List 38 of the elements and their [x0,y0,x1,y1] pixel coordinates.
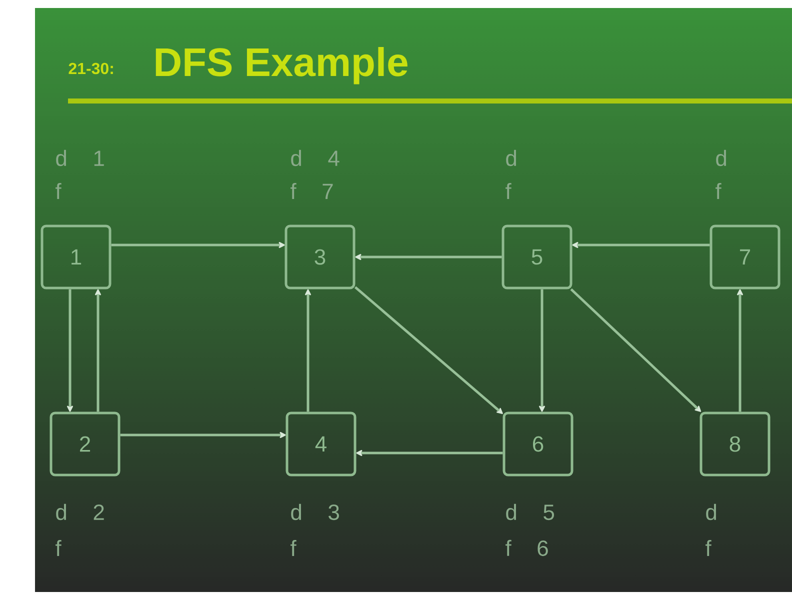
time-label: d 1 [56,150,104,166]
arrow [120,432,286,438]
arrow [66,289,74,412]
time-label: f [56,540,62,556]
time-label: d [506,150,516,166]
time-label: f [706,540,712,556]
arrow [304,289,312,412]
time-label: d 5 [506,504,554,520]
time-label: d 2 [56,504,104,520]
arrow [736,289,744,412]
arrow [356,450,503,456]
vertex-box: 2 [50,412,120,476]
vertex-box: 3 [284,224,356,290]
vertex-box: 1 [40,224,112,290]
vertex-box: 7 [710,224,780,290]
arrow [538,289,546,412]
arrow [572,242,710,248]
time-label: d 3 [291,504,339,520]
title: DFS Example [156,47,408,84]
time-label: f 7 [290,183,333,199]
slide-number: 21-30: [68,62,113,74]
vertex-box: 6 [502,412,574,476]
time-label: f 6 [506,540,548,556]
time-label: d [716,150,726,166]
time-label: f [56,183,62,199]
time-label: f [290,540,296,556]
vertex-box: 5 [502,224,572,290]
arrow [570,288,702,412]
arrow [355,254,502,260]
vertex-box: 8 [700,412,770,476]
time-label: d [706,504,716,520]
arrow [111,242,285,248]
vertex-box: 4 [286,412,356,476]
time-label: d 4 [291,150,340,166]
arrow [354,286,503,414]
time-label: f [716,183,722,199]
time-label: f [506,183,512,199]
arrow [94,289,102,412]
